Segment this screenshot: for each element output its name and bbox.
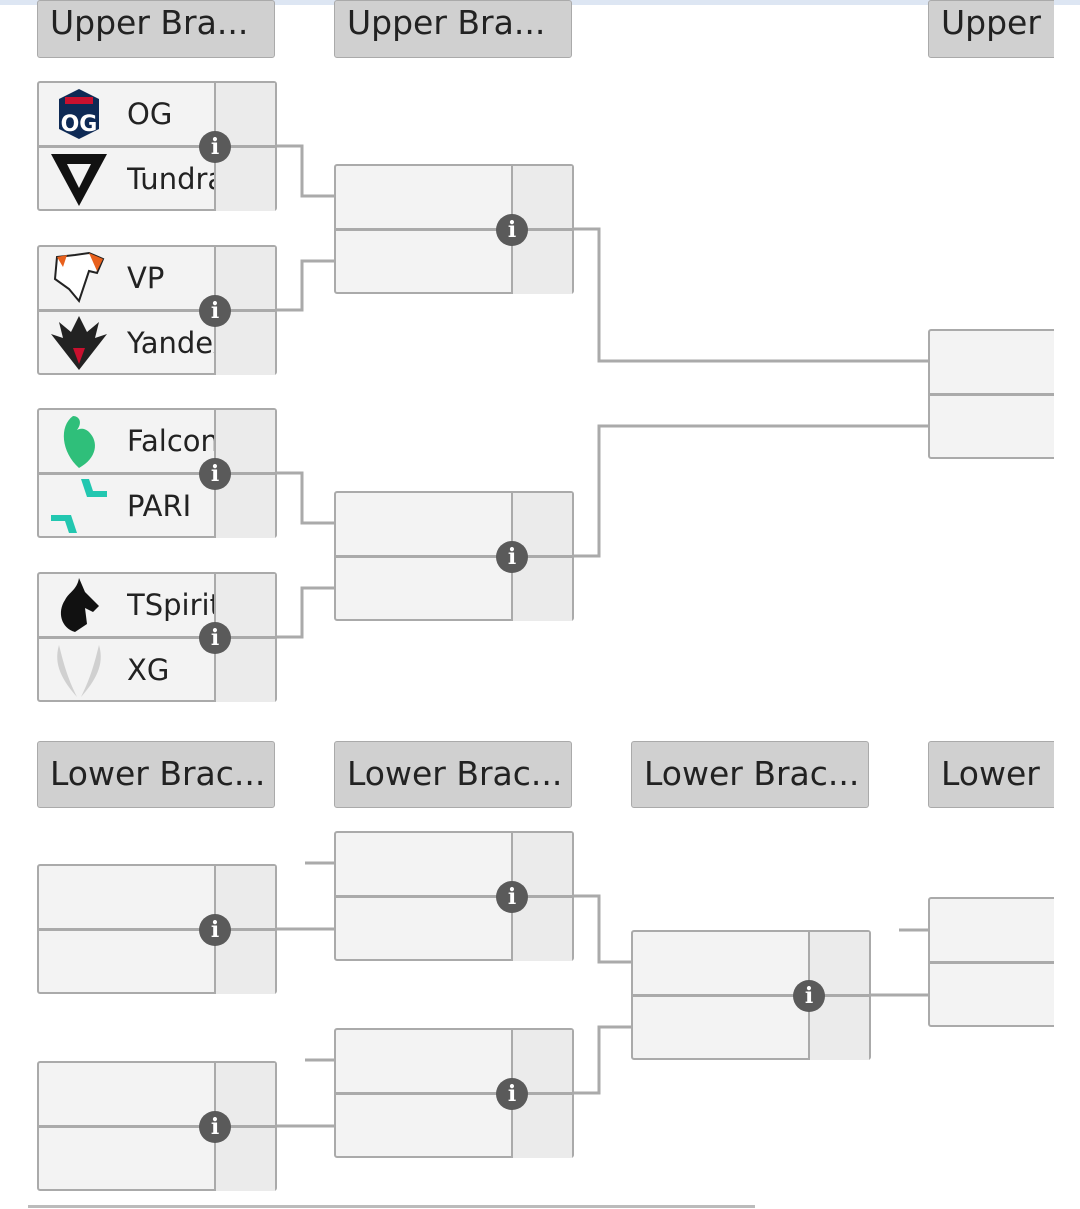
- info-icon[interactable]: i: [199, 1111, 231, 1143]
- match-falcon-vs-pari[interactable]: Falcon PARI i: [37, 408, 277, 538]
- team-row[interactable]: [39, 931, 275, 994]
- team-row[interactable]: [39, 1128, 275, 1191]
- connector: [277, 144, 334, 198]
- team-spirit-logo-icon: [60, 578, 99, 632]
- round-header[interactable]: Lower Brac...: [334, 741, 572, 808]
- match-tbd[interactable]: i: [334, 1028, 574, 1158]
- match-tbd[interactable]: [928, 897, 1054, 1027]
- round-header[interactable]: Lower Brac...: [37, 741, 275, 808]
- match-tspirit-vs-xg[interactable]: TSpirit XG i: [37, 572, 277, 702]
- connector: [277, 259, 334, 312]
- team-row[interactable]: [336, 166, 572, 231]
- yandex-logo-icon: [51, 316, 107, 370]
- round-header[interactable]: Upper: [928, 0, 1054, 58]
- info-icon[interactable]: i: [793, 980, 825, 1012]
- match-tbd[interactable]: i: [631, 930, 871, 1060]
- team-row[interactable]: [39, 1063, 275, 1128]
- team-row[interactable]: Tundra: [39, 148, 275, 211]
- connector: [574, 1025, 631, 1095]
- vp-logo-icon: [53, 251, 105, 304]
- connector: [277, 471, 334, 525]
- team-row[interactable]: Yandex: [39, 312, 275, 375]
- team-row[interactable]: [930, 396, 1054, 459]
- team-row[interactable]: [336, 833, 572, 898]
- match-tbd[interactable]: i: [334, 491, 574, 621]
- info-icon[interactable]: i: [199, 914, 231, 946]
- score-cell: [511, 833, 572, 895]
- team-name: PARI: [127, 489, 192, 523]
- team-row[interactable]: [336, 1095, 572, 1158]
- match-tbd[interactable]: i: [37, 1061, 277, 1191]
- match-tbd[interactable]: i: [37, 864, 277, 994]
- round-header[interactable]: Lower: [928, 741, 1054, 808]
- connector: [574, 894, 631, 964]
- bracket-connectors: [277, 144, 928, 1128]
- round-header[interactable]: Lower Brac...: [631, 741, 869, 808]
- team-name: Tundra: [127, 162, 217, 196]
- info-icon[interactable]: i: [496, 214, 528, 246]
- team-row[interactable]: [336, 558, 572, 621]
- team-row[interactable]: VP: [39, 247, 275, 312]
- svg-text:OG: OG: [61, 112, 98, 137]
- info-icon[interactable]: i: [496, 1078, 528, 1110]
- team-name: Yandex: [127, 326, 217, 360]
- xg-logo-icon: [57, 645, 101, 697]
- round-header[interactable]: Upper Bra...: [37, 0, 275, 58]
- team-row[interactable]: PARI: [39, 475, 275, 538]
- team-row[interactable]: [336, 493, 572, 558]
- team-row[interactable]: [930, 331, 1054, 396]
- team-row[interactable]: Falcon: [39, 410, 275, 475]
- team-name: Falcon: [127, 424, 217, 458]
- falcons-logo-icon: [63, 416, 95, 468]
- team-row[interactable]: [633, 932, 869, 997]
- connector: [574, 424, 928, 558]
- og-logo-icon: OG: [59, 89, 99, 139]
- team-row[interactable]: [336, 898, 572, 961]
- match-tbd[interactable]: [928, 329, 1054, 459]
- team-row[interactable]: OG OG: [39, 83, 275, 148]
- info-icon[interactable]: i: [199, 131, 231, 163]
- connector: [277, 586, 334, 639]
- tundra-logo-icon: [51, 154, 107, 206]
- team-name: TSpirit: [127, 588, 217, 622]
- team-row[interactable]: [633, 997, 869, 1060]
- match-vp-vs-yandex[interactable]: VP Yandex i: [37, 245, 277, 375]
- team-row[interactable]: XG: [39, 639, 275, 702]
- info-icon[interactable]: i: [199, 458, 231, 490]
- team-name: OG: [127, 97, 173, 131]
- team-row[interactable]: TSpirit: [39, 574, 275, 639]
- match-tbd[interactable]: i: [334, 831, 574, 961]
- team-row[interactable]: [336, 231, 572, 294]
- match-tbd[interactable]: i: [334, 164, 574, 294]
- scrollbar[interactable]: [28, 1205, 755, 1208]
- info-icon[interactable]: i: [199, 295, 231, 327]
- round-header[interactable]: Upper Bra...: [334, 0, 572, 58]
- connector: [574, 227, 928, 363]
- team-name: XG: [127, 653, 170, 687]
- team-row[interactable]: [336, 1030, 572, 1095]
- match-og-vs-tundra[interactable]: OG OG Tundra i: [37, 81, 277, 211]
- team-row[interactable]: [39, 866, 275, 931]
- pari-logo-icon: [51, 479, 107, 533]
- team-name: VP: [127, 261, 165, 295]
- info-icon[interactable]: i: [496, 541, 528, 573]
- team-row[interactable]: [930, 899, 1054, 964]
- info-icon[interactable]: i: [199, 622, 231, 654]
- info-icon[interactable]: i: [496, 881, 528, 913]
- team-row[interactable]: [930, 964, 1054, 1027]
- bracket-viewport[interactable]: Upper Bra... Upper Bra... Upper Lower Br…: [0, 0, 1054, 1209]
